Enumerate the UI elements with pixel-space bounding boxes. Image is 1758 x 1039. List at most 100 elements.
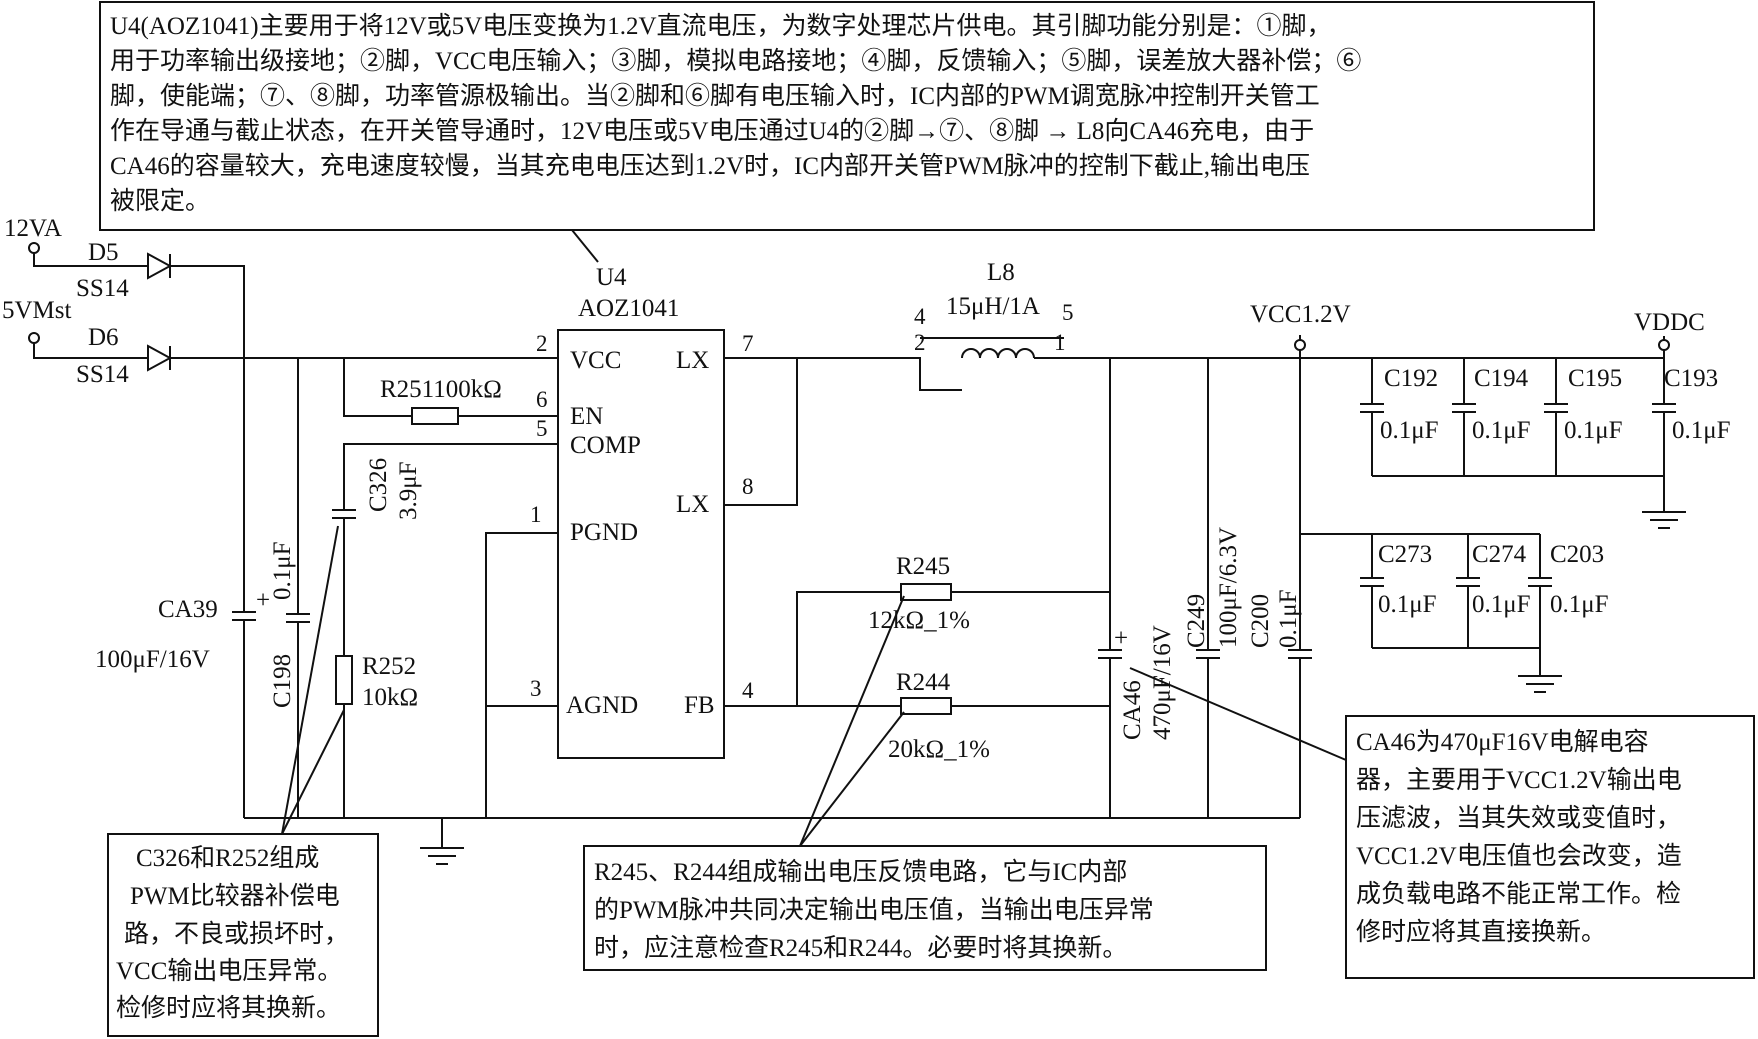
- note-top: U4(AOZ1041)主要用于将12V或5V电压变换为1.2V直流电压，为数字处…: [99, 1, 1595, 231]
- l8-ref: L8: [987, 259, 1015, 286]
- ca46-ref: CA46: [1119, 680, 1146, 740]
- l8-pin1: 1: [1054, 330, 1066, 355]
- note-left-box: [107, 833, 379, 1037]
- note-middle-box: [583, 845, 1267, 971]
- ic-u4-body: [557, 329, 725, 759]
- note-middle-line-3: 时，应注意检查R245和R244。必要时将其换新。: [594, 934, 1127, 962]
- note-top-line-6: 被限定。: [110, 187, 210, 215]
- comp-network: C326 3.9μF R252 10kΩ: [332, 443, 558, 818]
- ca39-val: 100μF/16V: [95, 646, 210, 673]
- pin-agnd-name: AGND: [566, 692, 638, 719]
- c273-ref: C273: [1378, 541, 1432, 568]
- input-5vmst-terminal: [28, 332, 40, 344]
- c198-ref: C198: [269, 654, 296, 708]
- r245-ref: R245: [896, 553, 950, 580]
- c200-ref: C200: [1247, 594, 1274, 648]
- note-right-line-2: 器，主要用于VCC1.2V输出电: [1356, 766, 1682, 794]
- note-right-line-6: 修时应将其直接换新。: [1356, 918, 1606, 946]
- pin-lx2-name: LX: [676, 491, 709, 518]
- feedback-network: R245 12kΩ_1% R244 20kΩ_1%: [724, 553, 1110, 763]
- pin-en-name: EN: [570, 403, 603, 430]
- input-12va-label: 12VA: [4, 215, 62, 242]
- pin-comp-name: COMP: [570, 432, 641, 459]
- r251-label: R251100kΩ: [380, 376, 502, 403]
- pin-comp-num: 5: [536, 416, 548, 441]
- c274-val: 0.1μF: [1472, 591, 1531, 618]
- ca39-polarity: +: [256, 587, 270, 614]
- pin-lx1-name: LX: [676, 347, 709, 374]
- leader-r244: [799, 711, 905, 847]
- ic-u4: U4 AOZ1041 2 VCC 6 EN 5 COMP 1 PGND 3 AG…: [530, 264, 754, 759]
- pin-pgnd-num: 1: [530, 502, 542, 527]
- leader-top: [571, 229, 599, 263]
- note-top-line-1: U4(AOZ1041)主要用于将12V或5V电压变换为1.2V直流电压，为数字处…: [110, 12, 1332, 40]
- note-top-line-2: 用于功率输出级接地；②脚，VCC电压输入；③脚，模拟电路接地；④脚，反馈输入；⑤…: [110, 47, 1361, 75]
- l8-pin5: 5: [1062, 300, 1074, 325]
- leader-r252: [281, 709, 345, 835]
- leader-ca46: [1129, 667, 1347, 761]
- wire-lx-to-l8: [724, 357, 962, 391]
- note-left-line-5: 检修时应将其换新。: [116, 994, 341, 1022]
- d5-part: SS14: [76, 275, 129, 302]
- resistor-r251: R251100kΩ: [343, 358, 558, 425]
- c326-ref: C326: [365, 458, 392, 512]
- note-right-line-1: CA46为470μF16V电解电容: [1356, 728, 1649, 756]
- note-right-box: [1345, 715, 1755, 979]
- note-left-line-4: VCC输出电压异常。: [116, 957, 342, 985]
- diode-d6: D6 SS14: [76, 324, 173, 388]
- r244-ref: R244: [896, 669, 951, 696]
- r244-val: 20kΩ_1%: [888, 736, 990, 763]
- note-middle: R245、R244组成输出电压反馈电路，它与IC内部 的PWM脉冲共同决定输出电…: [583, 845, 1267, 971]
- c274-ref: C274: [1472, 541, 1527, 568]
- decoupling-bottom: C273 0.1μF C274 0.1μF C203 0.1μF: [1300, 533, 1609, 693]
- c192-val: 0.1μF: [1380, 417, 1439, 444]
- wire-d5-join: [170, 265, 245, 358]
- note-middle-line-1: R245、R244组成输出电压反馈电路，它与IC内部: [594, 858, 1127, 886]
- l8-val: 15μH/1A: [946, 293, 1040, 320]
- c326-val: 3.9μF: [395, 461, 422, 520]
- r252-val: 10kΩ: [362, 684, 418, 711]
- pin-agnd-num: 3: [530, 676, 542, 701]
- note-top-line-3: 脚，使能端；⑦、⑧脚，功率管源极输出。当②脚和⑥脚有电压输入时，IC内部的PWM…: [110, 82, 1320, 110]
- l8-pin4: 4: [914, 304, 926, 329]
- d5-ref: D5: [88, 239, 119, 266]
- pin-lx2-num: 8: [742, 474, 754, 499]
- note-left-line-2: PWM比较器补偿电: [130, 882, 340, 910]
- diode-d5: D5 SS14: [76, 239, 173, 302]
- pin-pgnd-name: PGND: [570, 519, 638, 546]
- note-left-line-3: 路，不良或损坏时，: [124, 920, 349, 948]
- ic-part: AOZ1041: [578, 295, 679, 322]
- input-12va-terminal: [28, 242, 40, 254]
- wire-lx2: [724, 358, 798, 506]
- leader-c326: [281, 525, 339, 835]
- pin-fb-num: 4: [742, 678, 754, 703]
- c249-val: 100μF/6.3V: [1215, 527, 1242, 648]
- wire-12va: [33, 253, 148, 267]
- c273-val: 0.1μF: [1378, 591, 1437, 618]
- d6-ref: D6: [88, 324, 119, 351]
- pin-vcc-num: 2: [536, 331, 548, 356]
- c194-val: 0.1μF: [1472, 417, 1531, 444]
- d6-part: SS14: [76, 361, 129, 388]
- wire-5vmst: [33, 343, 148, 359]
- c195-ref: C195: [1568, 365, 1622, 392]
- rail-vcc12-label: VCC1.2V: [1250, 301, 1351, 328]
- output-caps: + CA46 470μF/16V C249 100μF/6.3V C200 0.…: [1098, 358, 1312, 818]
- input-5vmst-label: 5VMst: [2, 297, 72, 324]
- note-left-line-1: C326和R252组成: [136, 844, 319, 872]
- rail-vcc12: VCC1.2V: [1250, 301, 1351, 358]
- c192-ref: C192: [1384, 365, 1438, 392]
- ic-ref: U4: [596, 264, 627, 291]
- note-middle-line-2: 的PWM脉冲共同决定输出电压值，当输出电压异常: [594, 896, 1154, 924]
- c203-ref: C203: [1550, 541, 1604, 568]
- note-right-line-4: VCC1.2V电压值也会改变，造: [1356, 842, 1682, 870]
- note-right: CA46为470μF16V电解电容 器，主要用于VCC1.2V输出电 压滤波，当…: [1345, 715, 1755, 979]
- pin-en-num: 6: [536, 387, 548, 412]
- c198-val: 0.1μF: [269, 541, 296, 600]
- input-section: 12VA 5VMst D5 SS14 D6 SS14: [2, 215, 558, 388]
- note-left: C326和R252组成 PWM比较器补偿电 路，不良或损坏时， VCC输出电压异…: [107, 833, 379, 1037]
- note-top-box: [99, 1, 1595, 231]
- pin-lx1-num: 7: [742, 331, 754, 356]
- note-top-line-4: 作在导通与截止状态，在开关管导通时，12V电压或5V电压通过U4的②脚→⑦、⑧脚…: [110, 117, 1314, 145]
